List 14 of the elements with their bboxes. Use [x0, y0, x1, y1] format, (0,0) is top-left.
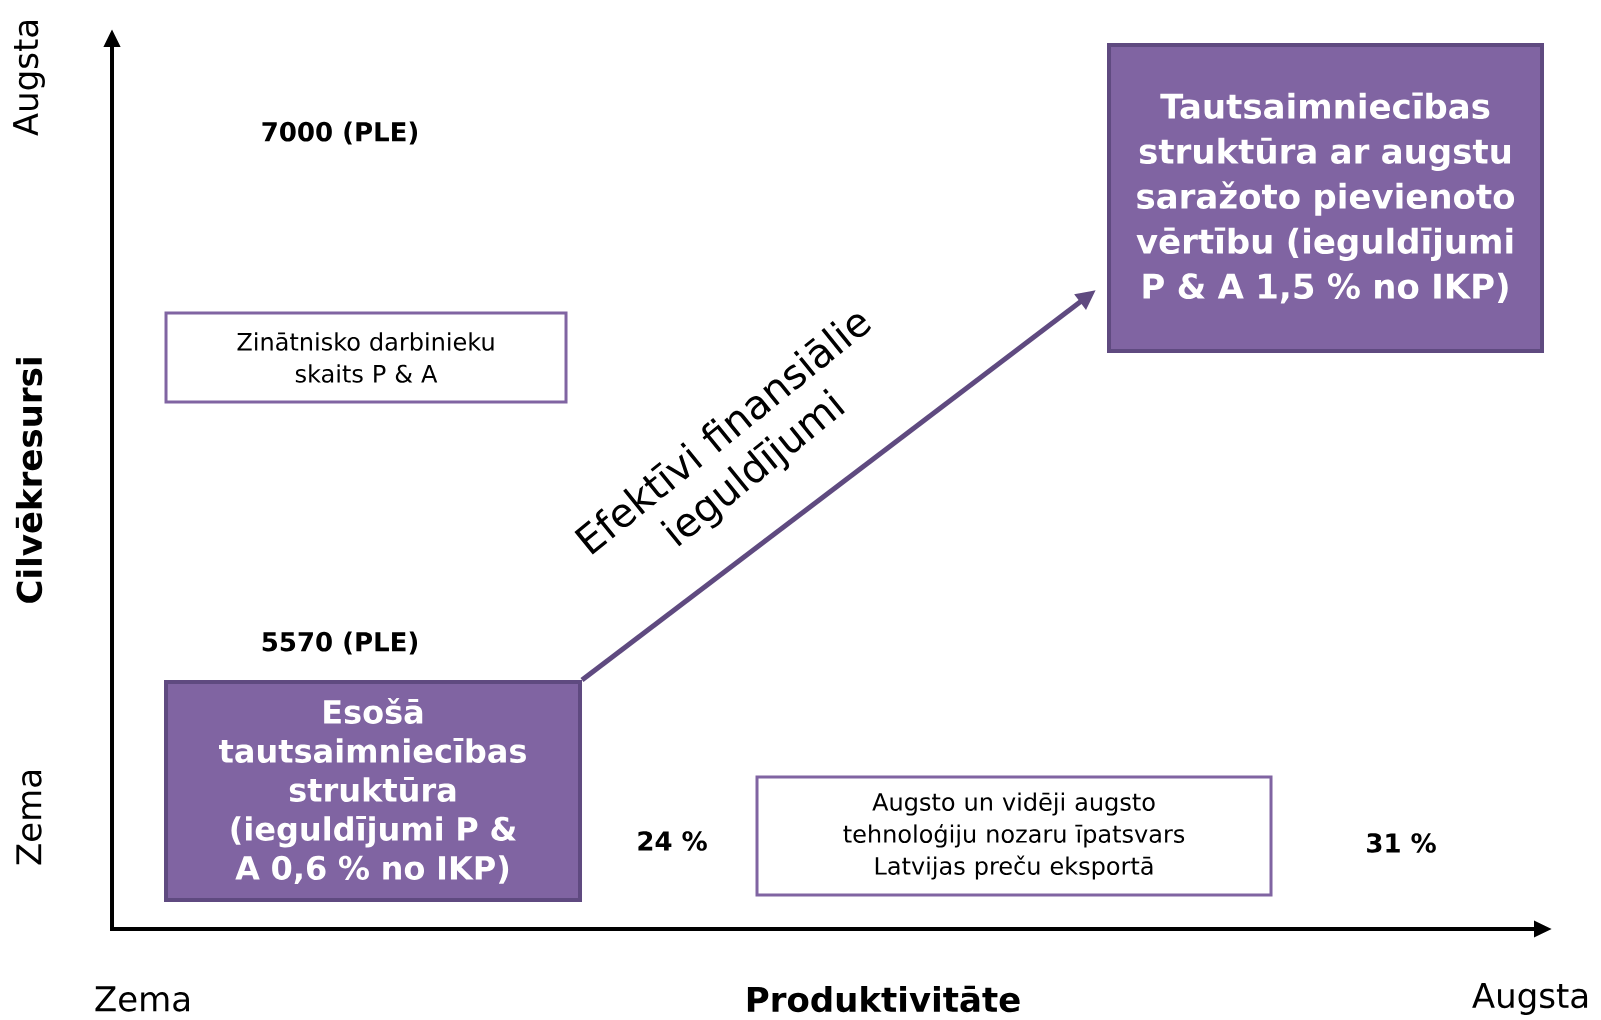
- text-box: Augsto un vidēji augsto tehnoloģiju nozaru īpatsvars Latvijas preču eksportā: [755, 775, 1273, 897]
- value-label: 31 %: [1367, 833, 1436, 853]
- axis-label: Zema: [95, 986, 189, 1012]
- axis-label: Augsta: [1472, 983, 1588, 1015]
- text-box: Zinātnisko darbinieku skaits P & A: [164, 311, 568, 404]
- filled-box: Esošā tautsaimniecības struktūra (ieguldījumi P & A 0,6 % no IKP): [164, 680, 582, 902]
- axis-title: Produktivitāte: [747, 985, 1020, 1013]
- filled-box: Tautsaimniecības struktūra ar augstu saražoto pievienoto vērtību (ieguldījumi P & A 1,5 % no IKP): [1107, 43, 1544, 353]
- axis-label: Zema: [16, 771, 42, 865]
- value-label: 7000 (PLE): [262, 121, 418, 145]
- axis-title: Cilvēkresursi: [15, 358, 43, 603]
- axis-label: Augsta: [13, 20, 45, 136]
- value-label: 24 %: [638, 831, 707, 851]
- value-label: 5570 (PLE): [262, 631, 418, 655]
